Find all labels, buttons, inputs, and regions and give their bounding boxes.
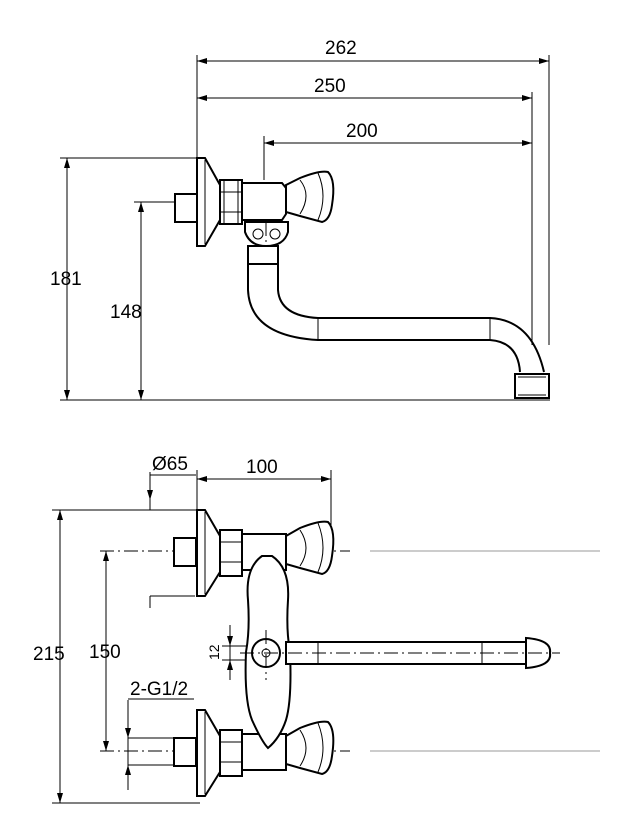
dim-total-height-side: 181 (50, 157, 550, 401)
dim-flange-diameter: Ø65 (147, 454, 196, 510)
dim-text-200: 200 (346, 121, 378, 142)
faucet-front-body (173, 509, 560, 797)
dim-text-181: 181 (50, 269, 82, 290)
dim-total-height-top: 215 (33, 509, 200, 804)
dim-handle-reach: 100 (196, 457, 332, 530)
dim-text-148: 148 (110, 302, 142, 323)
dim-text-150: 150 (89, 642, 121, 663)
dim-text-g12: 2-G1/2 (130, 679, 188, 700)
dim-text-12: 12 (206, 644, 222, 660)
dim-connection-size: 2-G1/2 (125, 679, 194, 790)
dim-body-to-spout: 200 (263, 121, 532, 180)
dim-text-100: 100 (246, 457, 278, 478)
side-view: 262 250 200 181 (50, 38, 550, 401)
dim-text-d65: Ø65 (152, 454, 188, 475)
dim-text-262: 262 (325, 38, 357, 59)
dim-text-215: 215 (33, 644, 65, 665)
dim-wall-to-spout: 250 (197, 76, 533, 345)
dim-inlet-height-side: 148 (110, 201, 246, 400)
dim-text-250: 250 (314, 76, 346, 97)
faucet-side-body (174, 157, 550, 399)
dim-overall-reach: 262 (196, 38, 550, 345)
top-view: Ø65 100 215 150 (33, 454, 600, 804)
